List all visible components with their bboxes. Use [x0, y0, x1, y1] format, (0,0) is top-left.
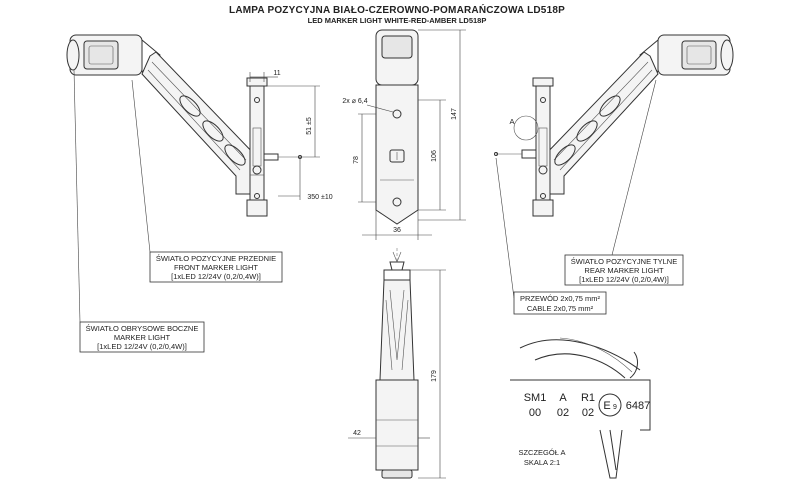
mark-r1: R1	[581, 392, 595, 404]
label-front-spec: [1xLED 12/24V (0,2/0,4W)]	[171, 272, 261, 281]
label-side-pl: ŚWIATŁO OBRYSOWE BOCZNE	[86, 324, 199, 333]
left-lamp-view: 11 51 ±5 350 ±10	[66, 34, 333, 217]
label-front-en: FRONT MARKER LIGHT	[174, 263, 258, 272]
mark-02b: 02	[582, 407, 594, 419]
label-cable-pl: PRZEWÓD 2x0,75 mm²	[520, 294, 601, 303]
dim-350: 350 ±10	[307, 194, 332, 201]
dim-78: 78	[353, 156, 360, 164]
mark-a: A	[559, 392, 567, 404]
dim-179: 179	[431, 370, 438, 382]
detail-title: SZCZEGÓŁ A	[518, 448, 565, 457]
approval-circle	[598, 393, 622, 417]
label-cable: PRZEWÓD 2x0,75 mm² CABLE 2x0,75 mm²	[513, 291, 607, 315]
label-front-pl: ŚWIATŁO POZYCYJNE PRZEDNIE	[156, 254, 276, 263]
mark-sm1: SM1	[524, 392, 547, 404]
label-side-spec: [1xLED 12/24V (0,2/0,4W)]	[97, 342, 187, 351]
dim-42: 42	[353, 430, 361, 437]
detail-a-circle	[513, 115, 539, 141]
drawing-subtitle: LED MARKER LIGHT WHITE-RED-AMBER LD518P	[308, 16, 487, 25]
center-bottom-view: 179 42	[348, 248, 446, 479]
right-lamp-view	[494, 34, 734, 217]
label-rear-en: REAR MARKER LIGHT	[584, 266, 664, 275]
label-rear-marker: ŚWIATŁO POZYCYJNE TYLNE REAR MARKER LIGH…	[564, 254, 684, 286]
mark-00: 00	[529, 407, 541, 419]
detail-a-view: SM1 A R1 00 02 02 E 9 6487 SZCZEGÓŁ A SK…	[510, 337, 651, 479]
label-cable-en: CABLE 2x0,75 mm²	[527, 304, 594, 313]
approval-letter: E	[603, 400, 610, 412]
dim-11: 11	[273, 70, 280, 77]
mark-02a: 02	[557, 407, 569, 419]
detail-a-ref: A	[509, 117, 514, 126]
label-rear-spec: [1xLED 12/24V (0,2/0,4W)]	[579, 275, 669, 284]
dim-51: 51 ±5	[306, 117, 313, 135]
label-front-marker: ŚWIATŁO POZYCYJNE PRZEDNIE FRONT MARKER …	[149, 251, 283, 283]
dim-36: 36	[393, 227, 401, 234]
label-rear-pl: ŚWIATŁO POZYCYJNE TYLNE	[571, 257, 677, 266]
detail-scale: SKALA 2:1	[524, 458, 560, 467]
label-side-marker: ŚWIATŁO OBRYSOWE BOCZNE MARKER LIGHT [1x…	[79, 321, 205, 353]
dim-147: 147	[451, 108, 458, 120]
label-side-en: MARKER LIGHT	[114, 333, 171, 342]
approval-code: 6487	[626, 400, 650, 412]
approval-number: 9	[613, 404, 617, 411]
center-top-view: 2x ⌀ 6,4 78 106 147 36	[342, 29, 466, 240]
dim-106: 106	[431, 150, 438, 162]
dim-holes: 2x ⌀ 6,4	[342, 98, 367, 105]
drawing-title: LAMPA POZYCYJNA BIAŁO-CZEROWNO-POMARAŃCZ…	[229, 3, 565, 16]
